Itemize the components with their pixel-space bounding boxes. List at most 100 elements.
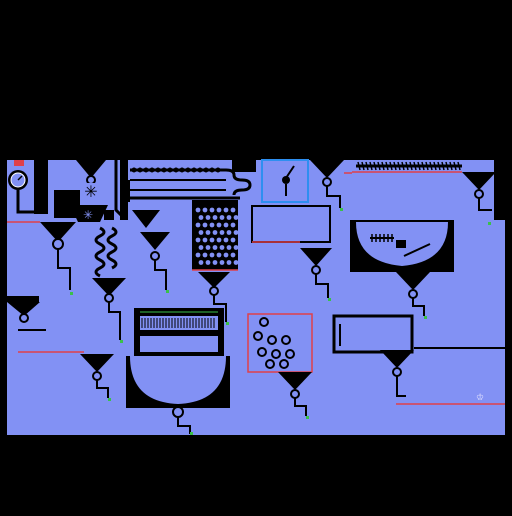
grid-hole (219, 215, 225, 220)
grid-hole (195, 207, 201, 213)
grid-hole (205, 215, 211, 220)
funnel (462, 172, 496, 190)
valve-icon[interactable] (392, 367, 402, 377)
lever-icon[interactable] (282, 165, 295, 196)
game-board (7, 160, 505, 435)
bubble (259, 317, 269, 327)
funnel (92, 278, 126, 296)
perforated-grid-icon (192, 200, 239, 271)
bubble (265, 359, 275, 369)
grid-hole (198, 260, 204, 265)
spring-tooth (441, 161, 445, 171)
grid-hole (205, 230, 211, 235)
valve-icon[interactable] (209, 286, 219, 296)
grid-hole (212, 215, 218, 220)
rail-beads (131, 167, 221, 173)
grid-hole (223, 222, 229, 228)
valve-icon[interactable] (474, 189, 484, 199)
grid-hole (219, 245, 225, 250)
spring-tooth (397, 161, 401, 171)
grid-hole (233, 230, 239, 235)
bubble (253, 331, 263, 341)
pipe (96, 380, 109, 398)
bubble (271, 349, 281, 359)
elbow-pipe (124, 180, 130, 202)
grid-hole (233, 215, 239, 220)
bubble (267, 335, 277, 345)
valve-icon[interactable] (408, 289, 418, 299)
green-marker (70, 208, 491, 435)
funnel (310, 160, 344, 178)
valve-icon[interactable] (52, 238, 64, 250)
spring-tooth (453, 161, 457, 171)
valve-icon[interactable] (311, 265, 321, 275)
rail-bead (161, 167, 167, 173)
funnel (140, 232, 170, 250)
spring-tooth (365, 161, 369, 171)
pipe (16, 190, 40, 214)
bubble (279, 359, 289, 369)
grid-hole (219, 260, 225, 265)
spring-tooth (369, 161, 373, 171)
funnel (132, 210, 160, 228)
grid-hole (202, 237, 208, 243)
pipe (154, 260, 167, 290)
spring-tooth (389, 161, 393, 171)
pressure-gauge-icon[interactable] (8, 170, 28, 190)
valve-icon[interactable] (150, 251, 160, 261)
spring-tooth (437, 161, 441, 171)
pipe (396, 376, 406, 397)
spring-tooth (385, 161, 389, 171)
svg-text:✳: ✳ (83, 208, 93, 222)
spring-tooth (401, 161, 405, 171)
valve-icon[interactable] (92, 371, 102, 381)
pipe (478, 198, 492, 211)
collection-bowl (126, 356, 230, 408)
grid-hole (212, 230, 218, 235)
valve-icon[interactable] (172, 406, 184, 418)
spring-tooth (373, 161, 377, 171)
rail-bead (185, 167, 191, 173)
grid-hole (230, 207, 236, 213)
grid-hole (223, 237, 229, 243)
funnel (76, 160, 106, 178)
spring-tooth (445, 161, 449, 171)
grid-hole (216, 222, 222, 228)
grid-hole (209, 237, 215, 243)
pipe (326, 186, 341, 208)
rail-bead (179, 167, 185, 173)
valve-icon[interactable] (290, 389, 300, 399)
valve-icon[interactable] (19, 313, 29, 323)
grid-hole (205, 260, 211, 265)
block (104, 210, 114, 220)
spring-tooth (457, 161, 461, 171)
pipe (57, 249, 71, 290)
valve-icon[interactable] (322, 177, 332, 187)
funnel (300, 248, 332, 266)
funnel (278, 372, 312, 390)
spring-tooth (381, 161, 385, 171)
press-tank (134, 308, 224, 356)
spring-tooth (425, 161, 429, 171)
rail-bead (197, 167, 203, 173)
fan-icon[interactable]: ✳ (80, 182, 102, 201)
grid-hole (202, 252, 208, 258)
pipe (315, 274, 329, 298)
valve-icon[interactable] (104, 293, 114, 303)
pipe (177, 417, 191, 434)
spring-tooth (393, 161, 397, 171)
spring-tooth (449, 161, 453, 171)
fan-icon[interactable]: ✳ (83, 208, 93, 222)
grid-hole (230, 237, 236, 243)
funnel (198, 272, 230, 288)
bubble (257, 347, 267, 357)
hopper (70, 205, 108, 222)
grid-hole (212, 260, 218, 265)
rail-bead (203, 167, 209, 173)
rail-bead (167, 167, 173, 173)
column (232, 160, 256, 172)
spring-tooth (429, 161, 433, 171)
bubble-cluster-icon (247, 313, 313, 373)
ledge (7, 296, 39, 302)
grid-hole (226, 230, 232, 235)
